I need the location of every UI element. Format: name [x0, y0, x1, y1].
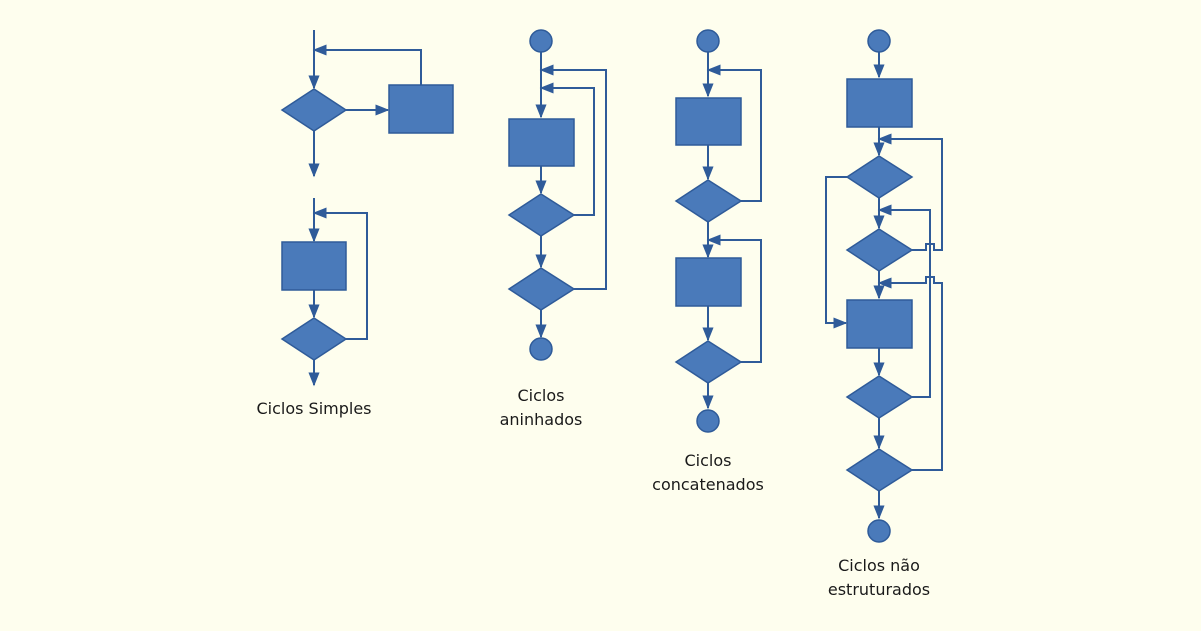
- concat-decision-2: [674, 340, 743, 384]
- simple-decision-2: [280, 317, 348, 361]
- unstructured-loops-group: [825, 29, 943, 543]
- concat-back-arrow-2: [706, 234, 762, 363]
- unstructured-d2-back-arrow: [877, 133, 943, 251]
- unstructured-d1-jump-arrow: [825, 176, 848, 329]
- simple-back-arrow-2: [312, 207, 368, 340]
- concat-process-2: [675, 257, 742, 307]
- concat-decision-1: [674, 179, 743, 223]
- simple-process-2: [281, 241, 347, 291]
- unstructured-decision-3: [845, 375, 914, 419]
- unstructured-decision-4: [845, 448, 914, 492]
- unstructured-end-node: [867, 519, 891, 543]
- label-nested-line-2: aninhados: [500, 410, 583, 429]
- label-concat-line-2: concatenados: [652, 475, 764, 494]
- unstructured-process-1: [846, 78, 913, 128]
- nested-process: [508, 118, 575, 167]
- concat-end-node: [696, 409, 720, 433]
- nested-outer-decision: [507, 267, 576, 311]
- unstructured-d3-back-arrow: [877, 204, 931, 398]
- concat-back-arrow-1: [706, 64, 762, 202]
- nested-outer-back-arrow: [539, 64, 607, 290]
- simple-loops-group: [280, 30, 454, 387]
- concatenated-loops-group: [674, 29, 762, 433]
- unstructured-decision-2: [845, 228, 914, 272]
- nested-end-node: [529, 337, 553, 361]
- nested-loops-group: [507, 29, 607, 361]
- concat-process-1: [675, 97, 742, 146]
- simple-process-1: [388, 84, 454, 134]
- simple-back-arrow-1: [312, 44, 422, 85]
- label-unstructured-line-2: estruturados: [828, 580, 930, 599]
- unstructured-start-node: [867, 29, 891, 53]
- label-unstructured-line-1: Ciclos não: [838, 556, 920, 575]
- concat-start-node: [696, 29, 720, 53]
- nested-inner-back-arrow: [539, 82, 595, 216]
- nested-inner-decision: [507, 193, 576, 237]
- unstructured-d4-back-arrow: [877, 276, 943, 471]
- nested-start-node: [529, 29, 553, 53]
- label-concat-line-1: Ciclos: [685, 451, 732, 470]
- unstructured-decision-1: [845, 155, 914, 199]
- label-nested-line-1: Ciclos: [518, 386, 565, 405]
- unstructured-process-2: [846, 299, 913, 349]
- simple-decision-1: [280, 88, 348, 132]
- label-simple-loops: Ciclos Simples: [256, 399, 371, 418]
